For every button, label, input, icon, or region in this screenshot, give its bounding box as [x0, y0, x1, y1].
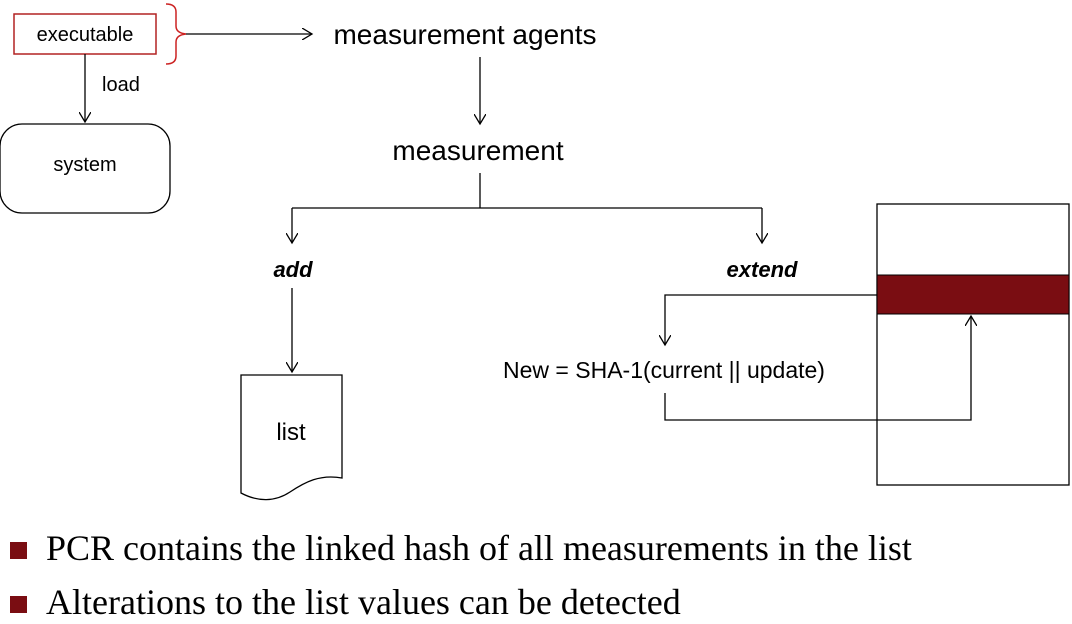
extend-label: extend: [727, 257, 798, 282]
list-document-shape: [240, 374, 343, 501]
system-box: [0, 123, 171, 214]
pcr-measurement-diagram: executable load system measurement agent…: [0, 3, 1070, 501]
measurement-label: measurement: [392, 135, 563, 166]
brace: [165, 3, 187, 65]
pcr-register-column: [876, 203, 1070, 486]
executable-box: [13, 13, 157, 55]
arrow-pcr-to-formula: [665, 294, 877, 345]
pcr-register-highlight: [876, 274, 1070, 315]
add-label: add: [273, 257, 313, 282]
list-label: list: [276, 419, 306, 446]
bullet-square-icon: [10, 542, 27, 559]
executable-label: executable: [37, 24, 134, 46]
measurement-agents-label: measurement agents: [333, 19, 596, 50]
arrow-formula-to-pcr: [664, 316, 971, 421]
system-label: system: [53, 154, 116, 176]
sha1-formula: New = SHA-1(current || update): [503, 357, 825, 383]
bullet-square-icon: [10, 596, 27, 613]
bullet-text: PCR contains the linked hash of all meas…: [46, 528, 912, 568]
bullet-text: Alterations to the list values can be de…: [46, 582, 681, 622]
load-label: load: [102, 74, 140, 96]
